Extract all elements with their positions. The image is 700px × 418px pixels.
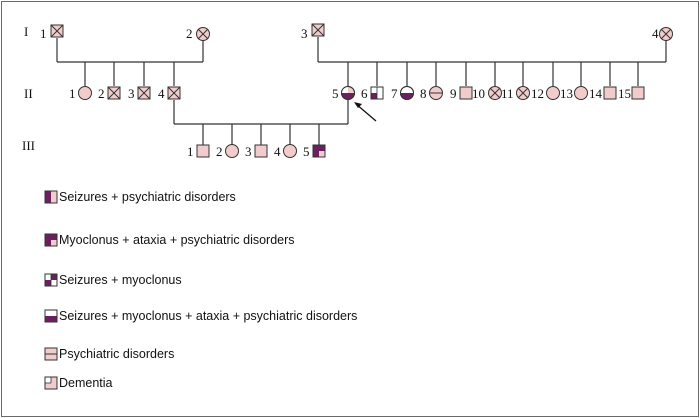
gen2-label-2: 2 (98, 86, 105, 101)
gen3-label-1: 1 (187, 144, 194, 159)
gen3-male-1 (196, 144, 210, 158)
legend-text-6: Dementia (59, 376, 113, 390)
gen2-female-8 (429, 86, 443, 100)
gen2-label-12: 12 (531, 86, 544, 101)
gen2-symbols: 1 2 3 4 5 6 (69, 86, 645, 122)
legend-text-1: Seizures + psychiatric disorders (59, 190, 236, 204)
gen2-label-3: 3 (128, 86, 135, 101)
gen1-male-1-deceased (50, 24, 64, 38)
gen2-male-15 (631, 86, 645, 100)
legend-item-dementia: Dementia (44, 376, 113, 390)
legend-item-psychiatric: Psychiatric disorders (44, 347, 174, 361)
gen1-label-2: 2 (186, 26, 193, 41)
gen2-label-1: 1 (69, 86, 76, 101)
gen2-female-7 (400, 86, 414, 100)
gen2-female-11-deceased (516, 86, 530, 100)
gen1-male-3-deceased (311, 23, 325, 37)
gen3-label-2: 2 (216, 144, 223, 159)
gen2-label-5: 5 (332, 86, 339, 101)
gen1-label-4: 4 (652, 26, 659, 41)
legend-item-myoclonus-ataxia-psychiatric: Myoclonus + ataxia + psychiatric disorde… (44, 233, 295, 247)
gen1-label-1: 1 (40, 26, 47, 41)
gen1-label-3: 3 (301, 26, 308, 41)
gen3-label-3: 3 (245, 144, 252, 159)
gen1-symbols: 1 2 3 4 (40, 23, 673, 41)
generation-label-ii: II (24, 86, 33, 101)
gen2-label-8: 8 (420, 86, 427, 101)
gen3-label-4: 4 (274, 144, 281, 159)
gen3-female-4 (283, 144, 297, 158)
legend-item-seizures-myoclonus-ataxia-psychiatric: Seizures + myoclonus + ataxia + psychiat… (44, 309, 357, 323)
generation-label-iii: III (22, 138, 35, 153)
gen2-label-9: 9 (450, 86, 457, 101)
legend-item-seizures-myoclonus: Seizures + myoclonus (44, 273, 182, 287)
proband-arrow (354, 102, 377, 122)
gen2-label-10: 10 (472, 86, 485, 101)
gen1-female-4-deceased (659, 27, 673, 41)
gen2-female-5-proband (341, 86, 355, 100)
gen3-female-2 (225, 144, 239, 158)
legend-text-2: Myoclonus + ataxia + psychiatric disorde… (59, 233, 295, 247)
pedigree-lines (56, 37, 667, 145)
gen2-label-6: 6 (361, 86, 368, 101)
legend-text-5: Psychiatric disorders (59, 347, 174, 361)
gen2-female-10-deceased (488, 86, 502, 100)
gen2-female-1 (78, 86, 92, 100)
gen2-female-12 (546, 86, 560, 100)
gen2-female-13 (574, 86, 588, 100)
gen3-symbols: 1 2 3 4 5 (187, 144, 326, 159)
gen2-male-14 (603, 86, 617, 100)
gen2-male-2-deceased (107, 86, 121, 100)
gen2-label-13: 13 (560, 86, 573, 101)
gen2-male-9 (459, 86, 473, 100)
gen2-label-15: 15 (618, 86, 631, 101)
legend-text-3: Seizures + myoclonus (59, 273, 182, 287)
legend: Seizures + psychiatric disorders Myoclon… (44, 190, 357, 390)
gen1-female-2-deceased (196, 27, 210, 41)
gen2-male-6 (370, 86, 384, 100)
legend-text-4: Seizures + myoclonus + ataxia + psychiat… (59, 309, 357, 323)
gen3-label-5: 5 (303, 144, 310, 159)
gen2-male-4-deceased (167, 86, 181, 100)
gen2-male-3-deceased (137, 86, 151, 100)
gen2-label-14: 14 (589, 86, 603, 101)
gen2-label-7: 7 (391, 86, 398, 101)
generation-label-i: I (24, 24, 28, 39)
legend-item-seizures-psychiatric: Seizures + psychiatric disorders (44, 190, 236, 204)
gen3-male-5 (312, 144, 326, 158)
gen2-label-11: 11 (501, 86, 514, 101)
gen3-male-3 (254, 144, 268, 158)
gen2-label-4: 4 (158, 86, 165, 101)
